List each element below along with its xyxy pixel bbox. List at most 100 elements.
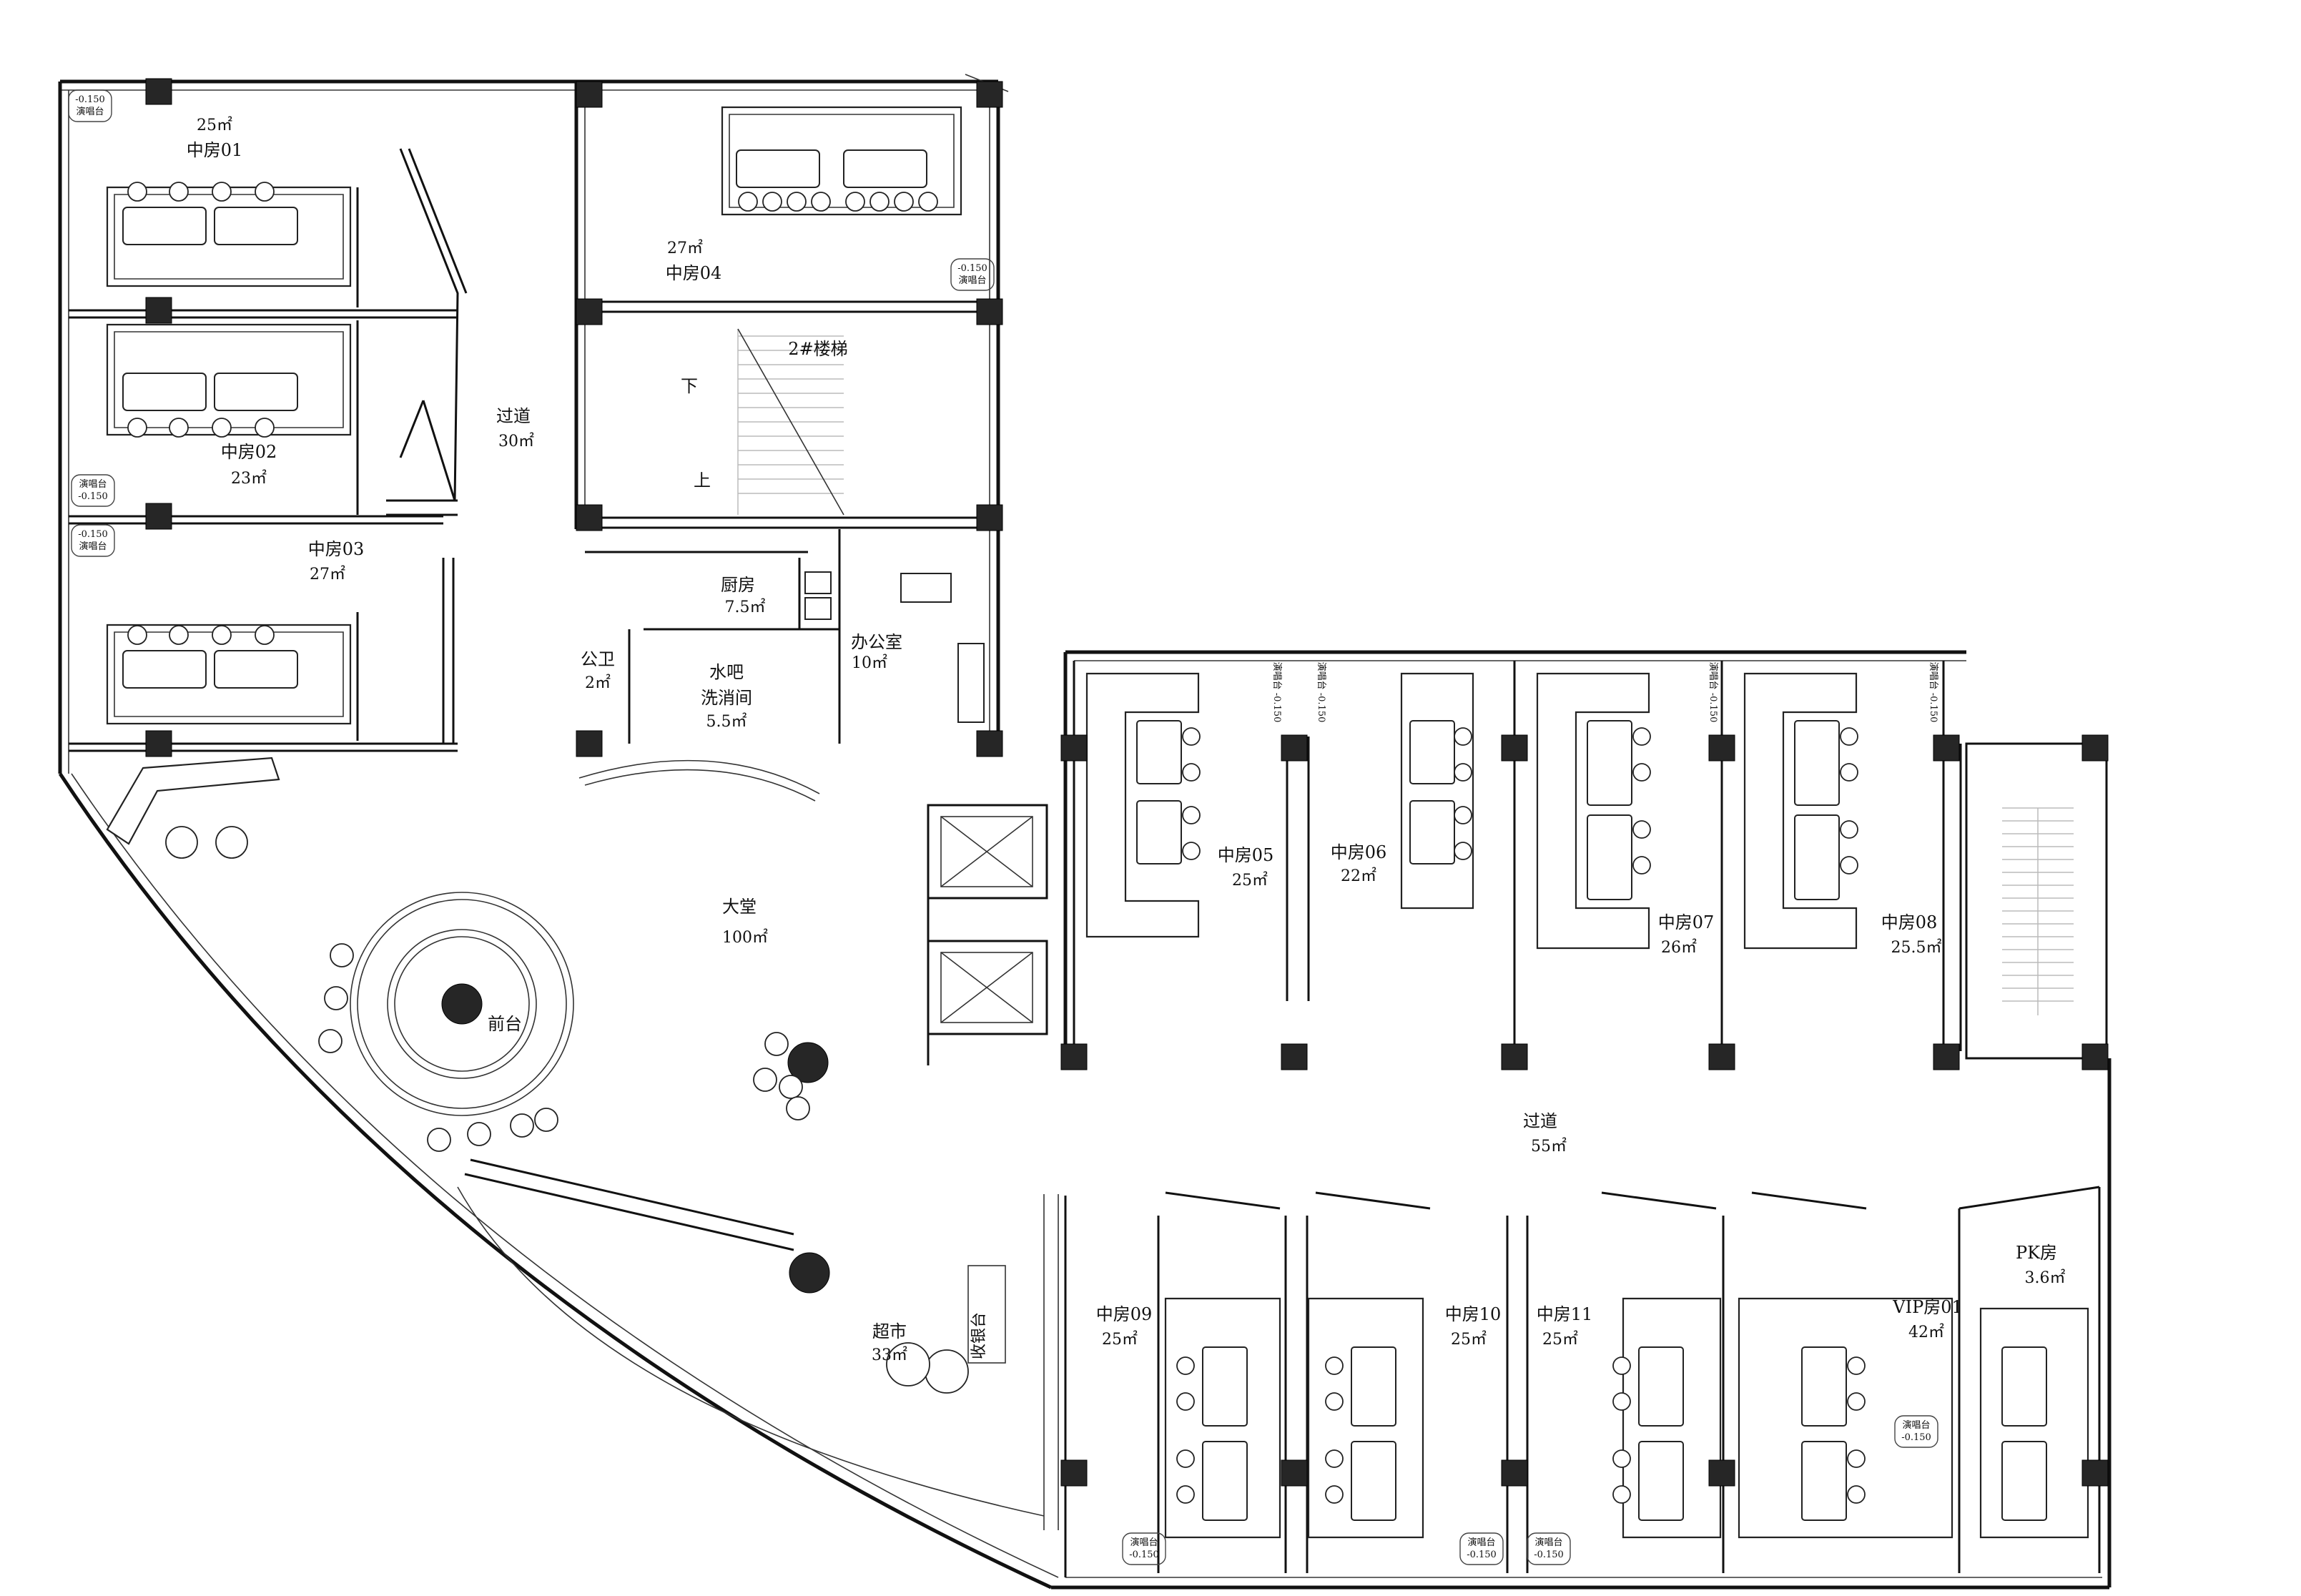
seat: [212, 625, 232, 645]
stage-note-line1: -0.150: [75, 94, 105, 105]
column: [2081, 1459, 2109, 1487]
seat: [1612, 1392, 1631, 1411]
stage-platform: [1527, 1532, 1571, 1565]
seat: [1840, 763, 1858, 782]
room-name-pk: PK房: [2016, 1243, 2057, 1263]
seat: [1454, 806, 1472, 824]
seat: [1454, 763, 1472, 782]
stage-note-line2: 演唱台: [958, 275, 986, 286]
outer-walls: [58, 74, 2112, 1590]
room-area-r03: 27㎡: [310, 565, 345, 583]
stair-2: [585, 328, 990, 529]
room-name-r01: 中房01: [187, 140, 243, 160]
seat: [1632, 727, 1651, 746]
stage-note-line1: 演唱台: [1534, 1537, 1562, 1548]
seat: [1632, 820, 1651, 839]
room-name-stair2: 2#楼梯: [788, 339, 847, 359]
room-01-furniture: [106, 186, 352, 287]
stage-platform: [1894, 1415, 1938, 1448]
lobby-stool: [779, 1075, 803, 1099]
column: [1933, 734, 1960, 762]
room-name-r08: 中房08: [1881, 912, 1938, 932]
seat: [1182, 842, 1201, 860]
seat: [1632, 856, 1651, 875]
stage-note-line2: -0.150: [1901, 1432, 1931, 1443]
room-02-furniture: [106, 323, 352, 436]
column: [145, 503, 172, 530]
stage-note-line2: -0.150: [78, 491, 108, 502]
room-name-r02: 中房02: [221, 442, 277, 462]
seat: [1176, 1356, 1195, 1375]
room-area-r02: 23㎡: [231, 469, 267, 488]
seat: [869, 192, 890, 212]
seat: [169, 418, 189, 438]
lobby-stool: [427, 1128, 451, 1152]
seat: [1182, 763, 1201, 782]
seat: [1182, 806, 1201, 824]
room-name-corr1: 过道: [496, 406, 531, 426]
lobby-stool: [753, 1068, 777, 1092]
seat: [1454, 842, 1472, 860]
stage-note-line2: 演唱台: [76, 106, 104, 117]
room-name-r09: 中房09: [1096, 1304, 1153, 1324]
seat: [1454, 727, 1472, 746]
lobby-stool: [786, 1096, 810, 1120]
seat: [255, 625, 275, 645]
service-block: [578, 529, 985, 802]
seat: [1612, 1356, 1631, 1375]
room-area-corr2: 55㎡: [1531, 1137, 1567, 1156]
seat: [1847, 1392, 1866, 1411]
column: [2081, 734, 2109, 762]
room-name-wash: 洗消间: [701, 688, 752, 708]
seat: [787, 192, 807, 212]
room-area-r01: 25㎡: [197, 116, 232, 134]
room-name-lobby: 大堂: [722, 897, 757, 917]
seat: [1176, 1485, 1195, 1504]
lobby-stool: [510, 1113, 534, 1138]
seat: [1840, 856, 1858, 875]
room-area-r05: 25㎡: [1232, 871, 1268, 890]
stage-note-vertical: 演唱台 -0.150: [1271, 662, 1283, 723]
seat: [127, 182, 147, 202]
seat: [1325, 1392, 1344, 1411]
stage-platform: [1459, 1532, 1504, 1565]
room-area-r08: 25.5㎡: [1891, 938, 1942, 957]
column: [1060, 1459, 1088, 1487]
seat: [1847, 1449, 1866, 1468]
room-area-r11: 25㎡: [1542, 1330, 1578, 1349]
stage-note-line1: 演唱台: [1902, 1419, 1930, 1431]
lobby-stool: [318, 1029, 343, 1053]
seat: [1182, 727, 1201, 746]
east-upper-furniture: [1085, 672, 1858, 950]
stage-platform: [1122, 1532, 1166, 1565]
seat: [1325, 1356, 1344, 1375]
room-area-office: 10㎡: [852, 654, 887, 672]
room-name-vip01: VIP房01: [1892, 1297, 1963, 1317]
column: [145, 78, 172, 105]
seat: [1847, 1485, 1866, 1504]
east-upper-block: [1063, 650, 2108, 1065]
column: [976, 298, 1003, 325]
room-04-block: [574, 82, 990, 529]
room-area-kitchen: 7.5㎡: [725, 598, 766, 616]
column: [1281, 1459, 1308, 1487]
column: [976, 81, 1003, 108]
seat: [169, 625, 189, 645]
stage-platform: [71, 524, 115, 557]
room-name-r05: 中房05: [1218, 845, 1274, 865]
stage-note-line2: -0.150: [1534, 1550, 1564, 1560]
room-area-r07: 26㎡: [1661, 938, 1697, 957]
stage-note-line1: 演唱台: [1467, 1537, 1495, 1548]
room-name-office: 办公室: [851, 632, 902, 652]
stage-note-line2: -0.150: [1129, 1550, 1159, 1560]
room-name-r04: 中房04: [666, 263, 722, 283]
room-name-front: 前台: [488, 1014, 522, 1034]
column: [576, 298, 603, 325]
column: [1060, 734, 1088, 762]
seat: [212, 182, 232, 202]
lobby-features: [106, 757, 1059, 1530]
stage-note-vertical: 演唱台 -0.150: [1928, 662, 1939, 723]
room-name-r06: 中房06: [1331, 842, 1387, 862]
seat: [811, 192, 831, 212]
